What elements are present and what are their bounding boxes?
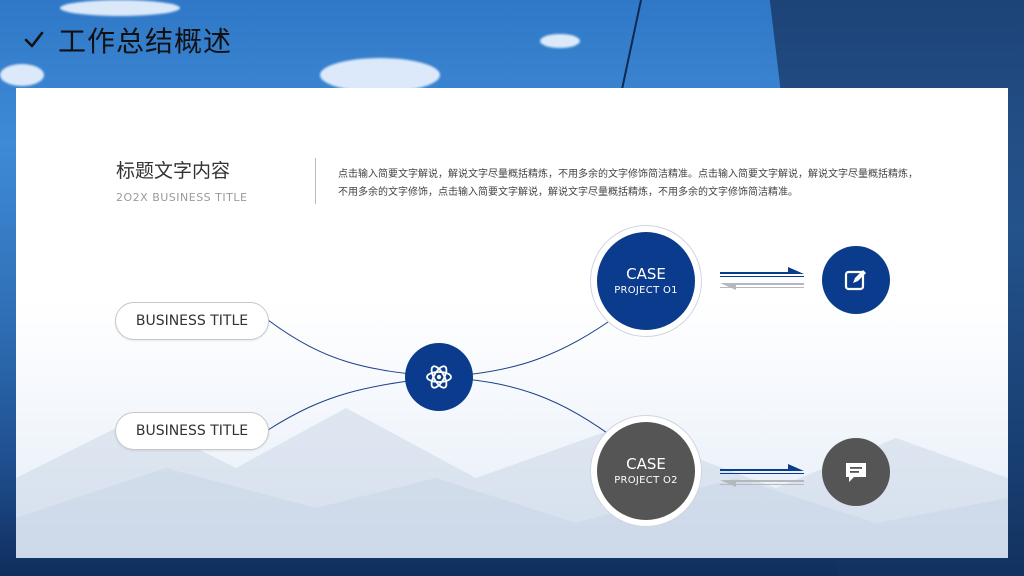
background-cloud bbox=[60, 0, 180, 16]
section-title: 标题文字内容 bbox=[116, 160, 231, 182]
edit-icon bbox=[844, 270, 866, 291]
exchange-arrows-2 bbox=[720, 464, 804, 487]
case-2-circle: CASE PROJECT O2 bbox=[590, 415, 702, 527]
pill-label: BUSINESS TITLE bbox=[135, 423, 249, 439]
description-text: 点击输入简要文字解说，解说文字尽量概括精炼，不用多余的文字修饰简洁精准。点击输入… bbox=[338, 169, 918, 198]
hub-circle bbox=[405, 343, 473, 411]
background-cloud bbox=[0, 64, 44, 86]
background-cloud bbox=[320, 58, 440, 92]
case-2-sub: PROJECT O2 bbox=[614, 475, 678, 486]
pill-label: BUSINESS TITLE bbox=[135, 313, 249, 329]
chat-icon bbox=[846, 463, 866, 482]
case-1-circle: CASE PROJECT O1 bbox=[590, 225, 702, 337]
case-1-label: CASE bbox=[626, 265, 666, 283]
section-subtitle: 2O2X BUSINESS TITLE bbox=[116, 191, 248, 204]
case-1-inner: CASE PROJECT O1 bbox=[597, 232, 695, 330]
background-rope bbox=[619, 0, 642, 99]
business-title-pill-2: BUSINESS TITLE bbox=[115, 412, 269, 450]
background-cloud bbox=[540, 34, 580, 48]
chat-icon-circle bbox=[822, 438, 890, 506]
atom-icon bbox=[426, 365, 452, 389]
business-title-pill-1: BUSINESS TITLE bbox=[115, 302, 269, 340]
checkmark-icon bbox=[24, 31, 44, 48]
header: 工作总结概述 bbox=[24, 20, 232, 60]
case-1-sub: PROJECT O1 bbox=[614, 285, 678, 296]
mountain-silhouette bbox=[16, 408, 1008, 558]
edit-icon-circle bbox=[822, 246, 890, 314]
case-2-label: CASE bbox=[626, 455, 666, 473]
case-2-inner: CASE PROJECT O2 bbox=[597, 422, 695, 520]
divider bbox=[315, 158, 316, 204]
exchange-arrows-1 bbox=[720, 267, 804, 290]
page-title: 工作总结概述 bbox=[58, 25, 233, 58]
content-panel: 标题文字内容 2O2X BUSINESS TITLE 点击输入简要文字解说，解说… bbox=[16, 88, 1008, 558]
heading-block: 标题文字内容 2O2X BUSINESS TITLE bbox=[116, 156, 247, 204]
